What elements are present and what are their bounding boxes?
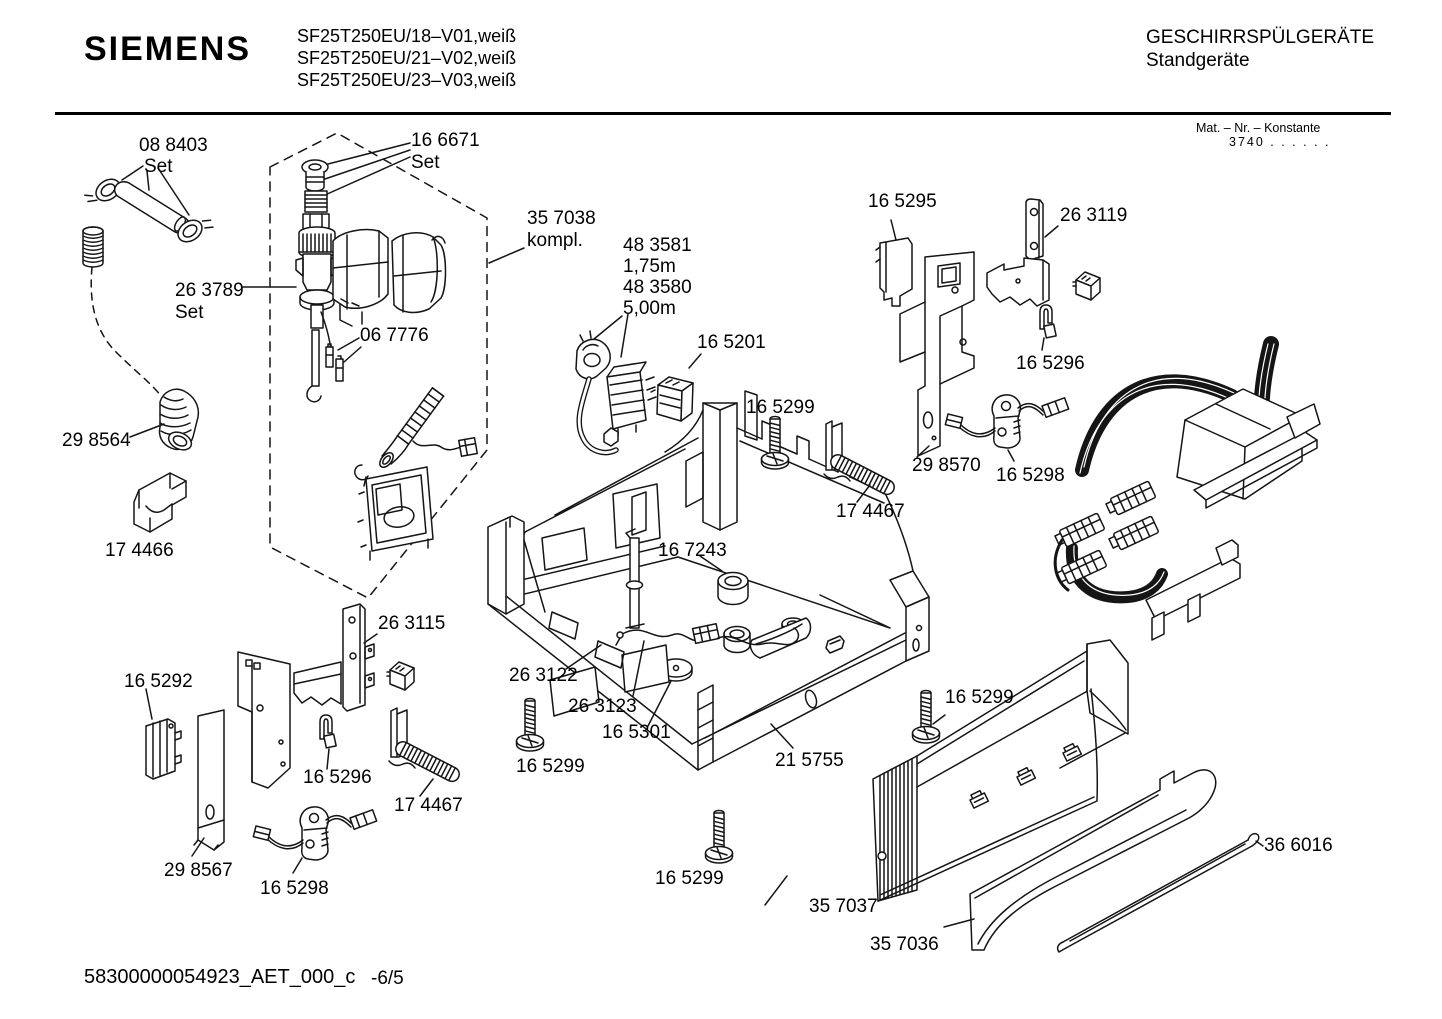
switch-box-165201 — [650, 353, 702, 422]
mat-nr-label: Mat. – Nr. – Konstante — [1196, 121, 1321, 135]
label-263789-suffix: Set — [175, 302, 204, 323]
power-cord-plug — [575, 313, 657, 456]
label-263119: 26 3119 — [1060, 205, 1127, 226]
mat-nr-block: Mat. – Nr. – Konstante 3740 . . . . . . — [1196, 121, 1330, 149]
label-165296-a: 16 5296 — [1016, 353, 1085, 374]
mounting-plate-298570 — [899, 251, 975, 458]
label-357037: 35 7037 — [809, 896, 878, 917]
label-167243: 16 7243 — [658, 540, 727, 561]
block-165292 — [145, 688, 182, 780]
plinth-box-357037 — [764, 639, 1129, 906]
label-483580: 48 3580 — [623, 277, 692, 298]
category-title: GESCHIRRSPÜLGERÄTE — [1146, 27, 1375, 48]
brand-logo: SIEMENS — [84, 30, 252, 68]
category-subtitle: Standgeräte — [1146, 50, 1250, 71]
label-263123: 26 3123 — [568, 696, 637, 717]
label-165299-c: 16 5299 — [945, 687, 1014, 708]
label-088403-suffix: Set — [144, 156, 173, 177]
damper-174467 — [389, 421, 894, 797]
mat-nr-value: 3740 . . . . . . — [1229, 135, 1331, 149]
flow-sensor-plate — [354, 464, 434, 561]
label-263789: 26 3789 — [175, 280, 244, 301]
base-pan — [487, 390, 930, 771]
part-labels: 08 8403 Set 16 6671 Set 35 7038 kompl. 4… — [62, 130, 1333, 955]
label-165298-b: 16 5298 — [260, 878, 329, 899]
label-165296-b: 16 5296 — [303, 767, 372, 788]
label-166671: 16 6671 — [411, 130, 480, 151]
label-298564: 29 8564 — [62, 430, 131, 451]
model-list: SF25T250EU/18–V01,weiß SF25T250EU/21–V02… — [297, 26, 517, 90]
category-block: GESCHIRRSPÜLGERÄTE Standgeräte — [1146, 26, 1374, 72]
label-165299-a: 16 5299 — [746, 397, 815, 418]
label-483581-length: 1,75m — [623, 256, 676, 277]
label-215755: 21 5755 — [775, 750, 844, 771]
label-067776: 06 7776 — [360, 325, 429, 346]
aquastop-group-boundary — [242, 132, 525, 599]
label-263115: 26 3115 — [378, 613, 445, 634]
page-reference: -6/5 — [371, 968, 404, 989]
door-switch-165298 — [252, 394, 1070, 874]
label-174467-a: 17 4467 — [836, 501, 905, 522]
retaining-pins-067776 — [325, 343, 344, 382]
drain-spring — [82, 226, 162, 397]
label-263122: 26 3122 — [509, 665, 578, 686]
elbow-hose-298564 — [129, 388, 200, 451]
label-357038-suffix: kompl. — [527, 230, 583, 251]
label-298567: 29 8567 — [164, 860, 233, 881]
aquastop-valve — [295, 159, 340, 403]
mounting-clip-174466 — [133, 472, 187, 533]
valve-housing-shells — [332, 228, 447, 327]
wiring-harness — [1052, 336, 1321, 641]
label-165301: 16 5301 — [602, 722, 671, 743]
label-165299-d: 16 5299 — [655, 868, 724, 889]
clip-165296 — [319, 304, 1057, 770]
screw-165299 — [515, 415, 946, 864]
label-165292: 16 5292 — [124, 671, 193, 692]
mounting-plate-298567 — [191, 651, 291, 857]
label-174467-b: 17 4467 — [394, 795, 463, 816]
label-165201: 16 5201 — [697, 332, 766, 353]
label-357038: 35 7038 — [527, 208, 596, 229]
label-483581: 48 3581 — [623, 235, 692, 256]
hose-clamp-set — [84, 165, 214, 243]
label-366016: 36 6016 — [1264, 835, 1333, 856]
label-483580-length: 5,00m — [623, 298, 676, 319]
bracket-165295 — [875, 219, 913, 307]
label-298570: 29 8570 — [912, 455, 981, 476]
label-088403: 08 8403 — [139, 135, 208, 156]
header-rule — [55, 112, 1391, 115]
label-165298-a: 16 5298 — [996, 465, 1065, 486]
label-166671-suffix: Set — [411, 152, 440, 173]
label-165299-b: 16 5299 — [516, 756, 585, 777]
bracket-263115 — [293, 603, 378, 712]
label-165295: 16 5295 — [868, 191, 937, 212]
plinth-panel-357036 — [943, 769, 1217, 951]
bracket-263119 — [986, 198, 1059, 307]
trim-strip-366016 — [1056, 832, 1264, 953]
label-357036: 35 7036 — [870, 934, 939, 955]
document-id: 58300000054923_AET_000_c — [84, 966, 356, 988]
label-174466: 17 4466 — [105, 540, 174, 561]
coiled-hose — [379, 387, 479, 469]
